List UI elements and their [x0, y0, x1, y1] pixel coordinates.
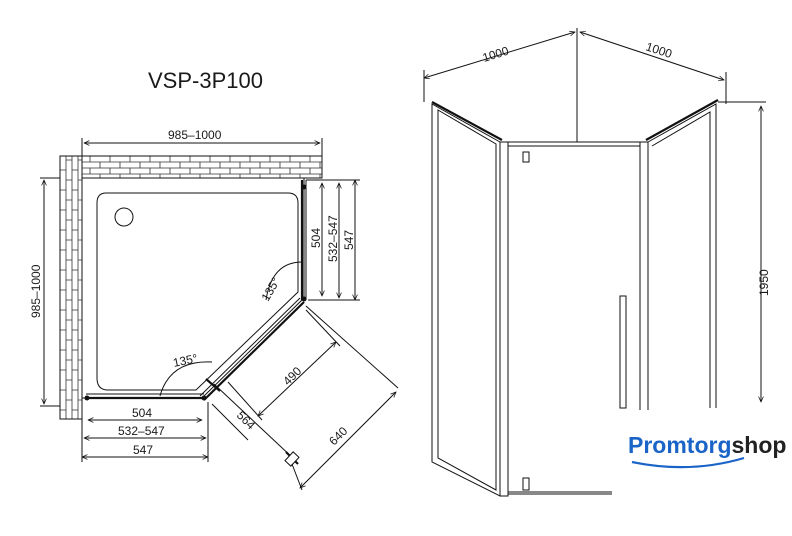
- dim-ext-490: [227, 309, 341, 421]
- dim-504-bottom: 504: [132, 406, 152, 420]
- dim-width: 985–1000: [168, 128, 222, 142]
- dim-line-564: [211, 403, 249, 441]
- logo-text: Promtorgshop: [628, 432, 786, 458]
- tray-inner: [96, 192, 299, 391]
- brand-logo: Promtorgshop: [612, 410, 792, 536]
- angle-right-label: 135°: [258, 275, 283, 304]
- door-bottom-hinge: [522, 477, 530, 491]
- angle-bottom-label: 135°: [172, 351, 199, 370]
- dim-ext-right: [306, 179, 360, 301]
- dim-532-547-right: 532–547: [326, 215, 340, 262]
- dim-ext-left: [40, 177, 60, 407]
- dim-line-640: [300, 392, 396, 488]
- tray-outline: [81, 177, 305, 399]
- panel-left-top: [431, 101, 503, 141]
- logo-part-2: shop: [732, 432, 787, 458]
- panel-left-inner: [437, 109, 497, 491]
- dim-490: 490: [280, 364, 304, 388]
- panel-right: [647, 103, 717, 408]
- dim-ext-640: [291, 305, 399, 491]
- dim-ext-top: [81, 138, 323, 156]
- dim-line-490: [258, 342, 336, 416]
- dim-1000-left: 1000: [481, 44, 511, 65]
- hinge-icon: [301, 184, 307, 190]
- door-swing: [213, 383, 296, 461]
- dim-547-right: 547: [342, 230, 356, 250]
- wall-top: [59, 155, 323, 179]
- dim-depth: 985–1000: [29, 264, 43, 318]
- dim-line-1000-right: [580, 32, 724, 80]
- dim-1950: 1950: [757, 269, 771, 296]
- angle-arc-bottom: [159, 361, 213, 397]
- panel-left: [431, 103, 501, 497]
- dim-547-bottom: 547: [133, 443, 153, 457]
- dim-504-right: 504: [309, 228, 323, 248]
- plan-view: 985–1000 985–1000 504 532–547 547 135° 1…: [29, 128, 399, 491]
- door-top-hinge: [522, 151, 530, 163]
- drain-icon: [114, 207, 134, 227]
- dim-ext-bottom: [81, 400, 209, 462]
- dim-ext-top-front: [423, 28, 727, 142]
- hinge-icon-3: [84, 395, 90, 401]
- hinge-icon-2: [301, 296, 307, 302]
- door-diagonal: [203, 301, 305, 401]
- hinge-icon-4: [201, 395, 207, 401]
- angle-arc-right: [265, 261, 303, 301]
- wall-left: [59, 155, 83, 420]
- door-handle-front: [619, 295, 627, 409]
- dim-640: 640: [326, 424, 350, 448]
- dim-line-1000-left: [424, 32, 575, 78]
- model-title: VSP-3P100: [148, 68, 263, 93]
- dim-532-547-bottom: 532–547: [118, 424, 165, 438]
- post-left: [499, 141, 509, 497]
- panel-right-inner: [651, 111, 711, 408]
- logo-underline: [631, 456, 745, 469]
- panel-right-top: [645, 99, 719, 141]
- door-diagonal-inner: [199, 297, 301, 397]
- logo-part-1: Promtorg: [628, 432, 732, 458]
- handle-block: [284, 451, 300, 467]
